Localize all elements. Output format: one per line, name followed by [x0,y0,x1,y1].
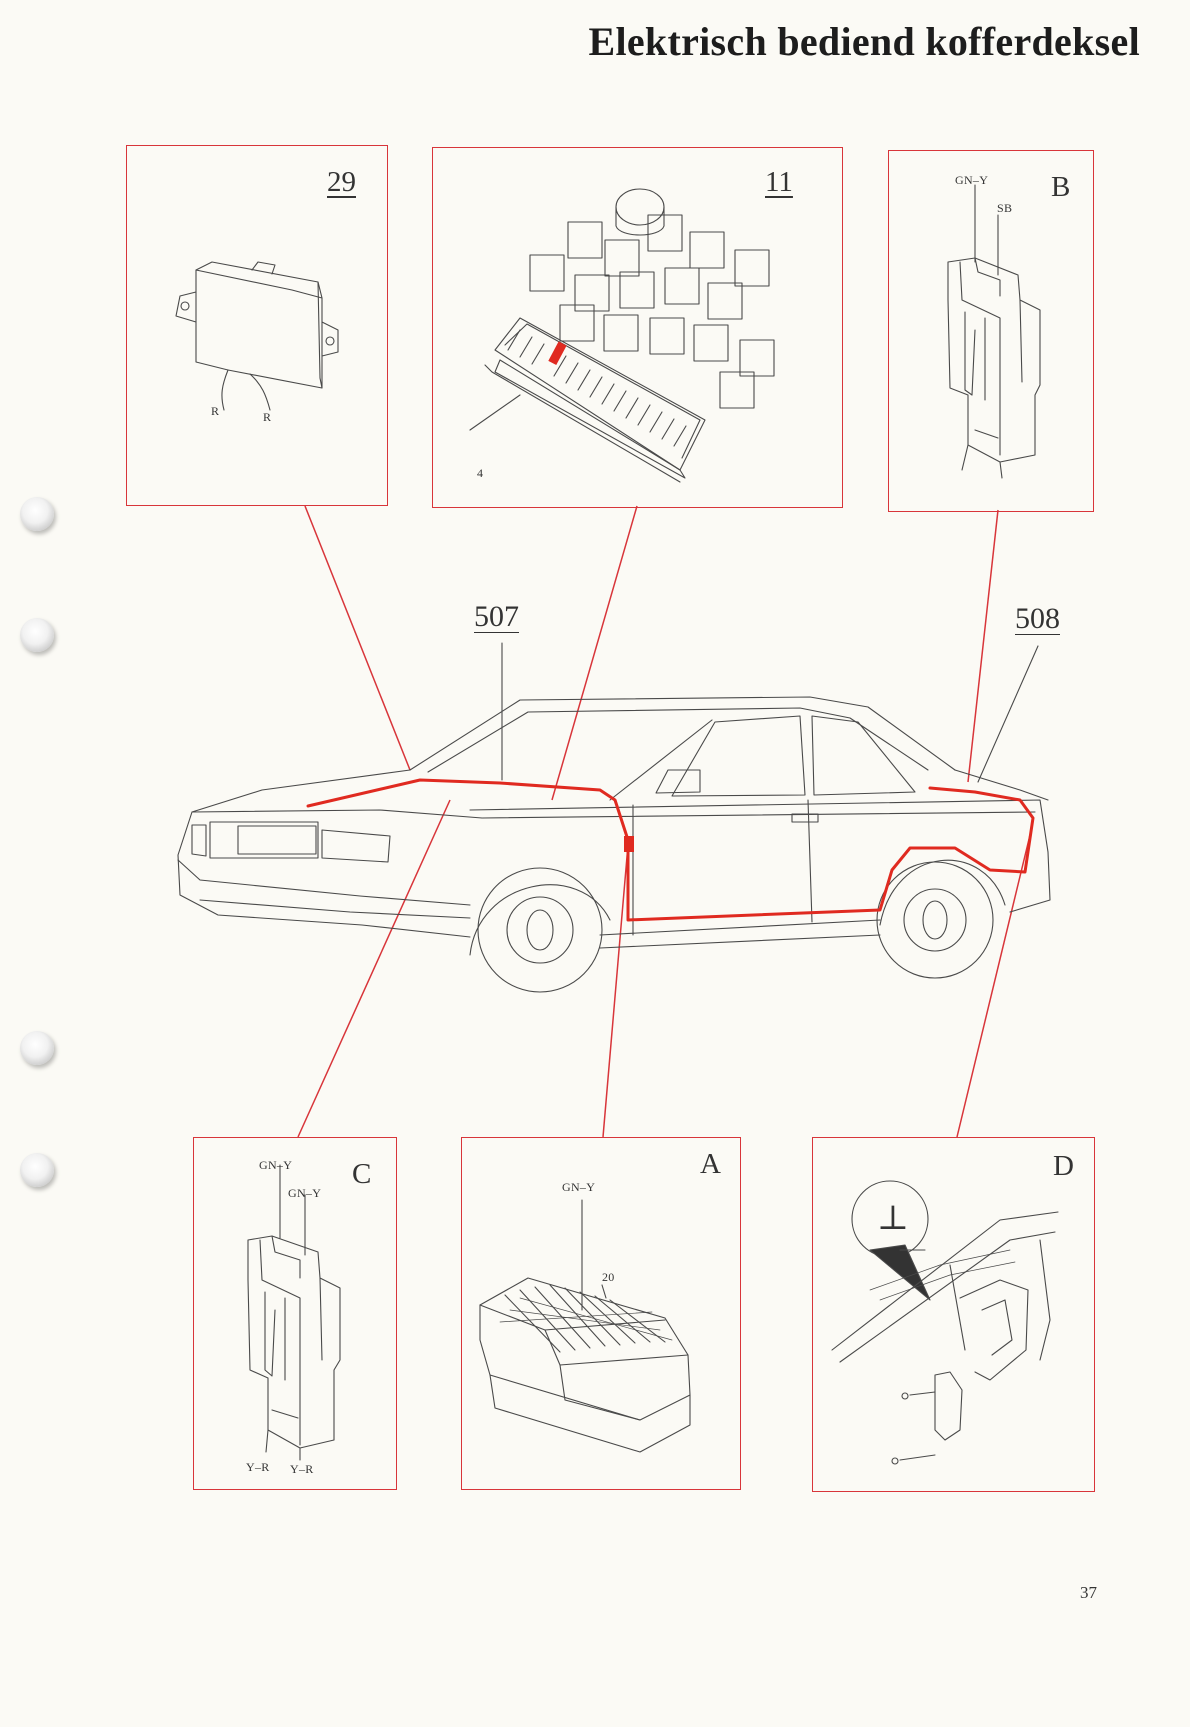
callout-507: 507 [474,600,519,633]
connector-C-illustration [247,1164,341,1461]
panel-id: 29 [327,166,356,198]
panel-id: B [1051,171,1071,203]
wire-color-label: Y–R [246,1460,270,1474]
car-front [177,769,471,938]
wire-color-label: SB [997,201,1013,215]
connector-A-grid [504,1284,666,1353]
car-roofline [409,696,956,771]
ground-point-illustration [831,1180,1059,1465]
ground-symbol-icon: ⊥ [877,1200,909,1237]
binder-hole-icon [20,497,54,531]
leader-29 [304,505,411,771]
page-number: 37 [1080,1583,1097,1602]
wire-color-label: R [263,410,272,424]
page-title: Elektrisch bediend kofferdeksel [588,19,1140,64]
binder-hole-icon [20,1031,54,1065]
panel-id: A [700,1148,721,1180]
control-module-illustration [175,261,339,411]
panel-id: D [1053,1150,1074,1182]
panel-id: C [352,1158,372,1190]
fuse-slots [507,329,687,447]
car-door-handle [791,813,819,823]
wire-color-label: GN–Y [288,1186,322,1200]
connector-B-illustration [947,184,1041,479]
leader-11 [551,505,638,801]
leader-A [602,844,629,1138]
part-label: 4 [477,466,484,480]
wire-color-label: Y–R [290,1462,314,1476]
car-rear-wheelarch [879,859,1006,926]
callout-508: 508 [1015,602,1060,635]
callout-508-pointer [977,645,1039,783]
panel-29-control-module: 29 R R [126,145,388,506]
car-front-window [671,715,806,797]
harness-connector [624,836,634,852]
panel-A-connector: A GN–Y 20 [461,1137,741,1490]
car-front-wheelarch [469,884,611,956]
wire-color-label: GN–Y [955,173,989,187]
wire-color-label: GN–Y [562,1180,596,1194]
binder-hole-icon [20,1153,54,1187]
car-mirror [655,769,701,794]
car-headlight [321,829,391,863]
panel-B-connector: B GN–Y SB [888,150,1094,512]
leader-D [956,834,1031,1138]
car-front-wheel [477,867,603,993]
car-body-side [469,799,1051,913]
car-rear-window [811,715,916,796]
binder-hole-icon [20,618,54,652]
part-label: 20 [602,1270,615,1284]
panel-C-connector: C GN–Y GN–Y Y–R Y–R [193,1137,397,1490]
harness-507-508 [306,778,1035,922]
highlighted-fuse [548,341,567,366]
connector-A-illustration [479,1199,691,1453]
panel-11-relay-box: 11 4 [432,147,843,508]
car-rear-wheel [876,861,994,979]
wire-color-label: R [211,404,220,418]
car-illustration [177,696,1051,993]
wiring-harness [306,778,1035,922]
wire-color-label: GN–Y [259,1158,293,1172]
panel-D-ground-point: D ⊥ [812,1137,1095,1492]
leader-C [297,799,451,1138]
panel-id: 11 [765,166,793,198]
fuse-relay-box-illustration [469,188,775,483]
leader-lines [297,505,1031,1138]
leader-B [967,509,999,783]
car-grille [209,821,319,859]
